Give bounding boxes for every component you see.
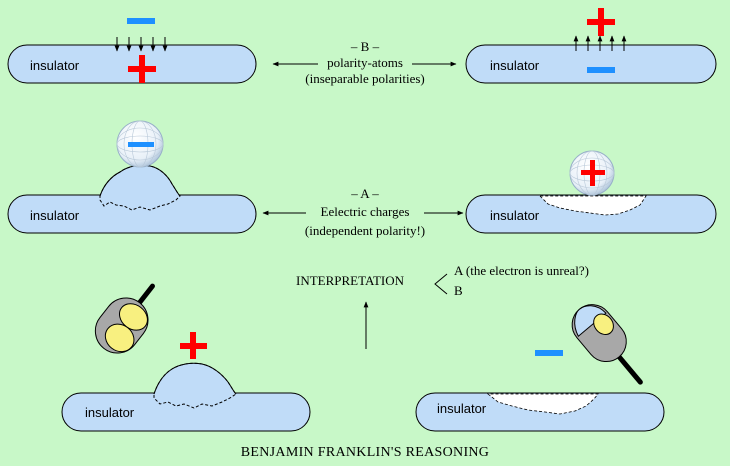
b-center-text: – B – polarity-atoms (inseparable polari…: [272, 39, 457, 86]
upward-field-arrows: [573, 35, 627, 51]
option-b: B: [454, 283, 463, 298]
a-left-group: insulator: [7, 120, 257, 234]
choice-bracket: [434, 273, 448, 295]
negative-sign: [587, 67, 615, 73]
negative-sign: [535, 350, 563, 356]
positive-sign: [581, 160, 605, 186]
scoop-tool: [571, 304, 643, 385]
insulator-bar: [415, 392, 665, 432]
negative-sign: [128, 142, 154, 147]
a-line2: (independent polarity!): [305, 223, 425, 238]
b-label: – B –: [350, 39, 380, 54]
negative-sign: [127, 18, 155, 24]
charge-mound: [99, 164, 181, 211]
positive-sign: [180, 332, 207, 359]
scoop-contents: [574, 305, 607, 338]
insulator-label: insulator: [490, 58, 540, 73]
downward-field-arrows: [114, 37, 168, 52]
b-right-group: insulator: [465, 8, 717, 84]
scoop-handle: [135, 283, 155, 307]
b-line2: (inseparable polarities): [305, 71, 424, 86]
diagram-caption: BENJAMIN FRANKLIN'S REASONING: [241, 445, 489, 460]
positive-sign: [587, 8, 615, 36]
insulator-bar: [7, 44, 257, 84]
a-right-group: insulator: [465, 150, 717, 234]
interpretation-block: INTERPRETATION A (the electron is unreal…: [296, 263, 589, 349]
sphere-mesh: [116, 120, 164, 168]
insulator-label: insulator: [437, 401, 487, 416]
bottom-left-group: insulator: [61, 283, 311, 432]
positive-sign: [128, 55, 156, 83]
charge-crater: [539, 195, 647, 216]
option-a: A (the electron is unreal?): [454, 263, 589, 278]
scoop-handle: [615, 352, 643, 385]
insulator-label: insulator: [30, 58, 80, 73]
a-line1: Eelectric charges: [321, 204, 410, 219]
insulator-label: insulator: [85, 405, 135, 420]
b-left-group: insulator: [7, 18, 257, 84]
a-center-text: – A – Eelectric charges (independent pol…: [262, 186, 464, 238]
bottom-right-group: insulator: [415, 304, 665, 432]
scoop-tool: [94, 283, 155, 354]
charge-crater: [486, 393, 599, 415]
insulator-label: insulator: [490, 208, 540, 223]
a-label: – A –: [350, 186, 379, 201]
b-line1: polarity-atoms: [327, 55, 403, 70]
interpretation-title: INTERPRETATION: [296, 273, 405, 288]
insulator-bar: [465, 44, 717, 84]
insulator-label: insulator: [30, 208, 80, 223]
